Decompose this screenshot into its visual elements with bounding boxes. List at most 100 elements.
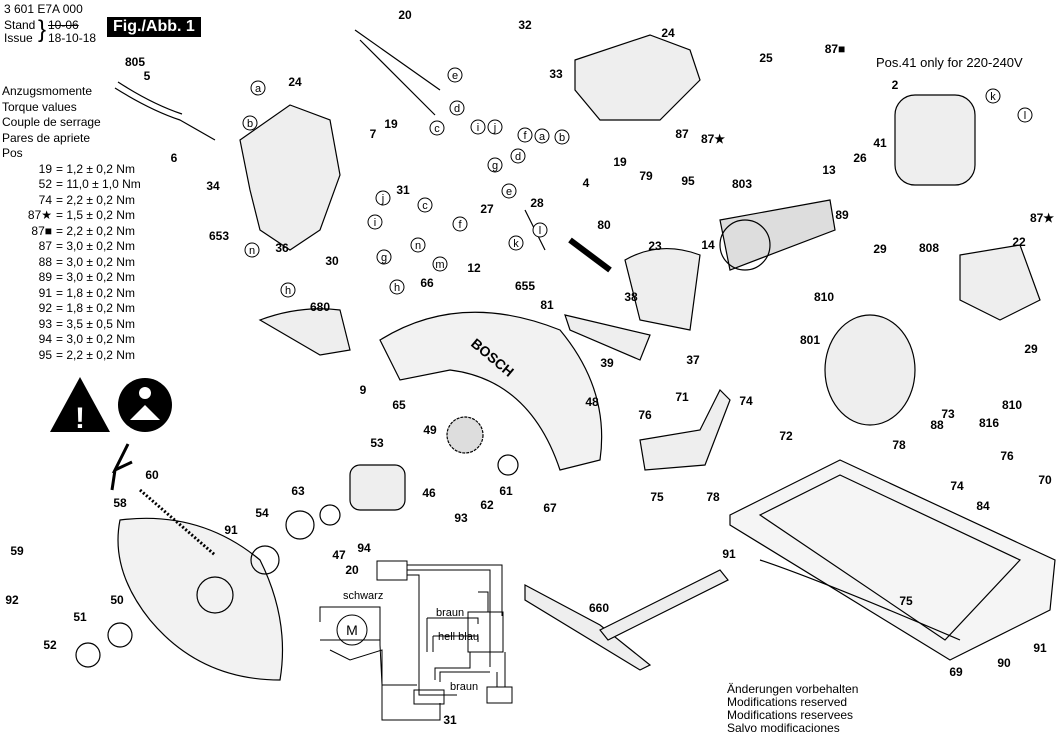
part-label: 50 — [110, 593, 124, 607]
part-label: 61 — [499, 484, 513, 498]
part-label: 74 — [739, 394, 753, 408]
torque-row: 91= 1,8 ± 0,2 Nm — [2, 286, 141, 302]
washer — [250, 545, 280, 575]
part-label: 88 — [930, 418, 944, 432]
part-label: 12 — [467, 261, 481, 275]
torque-row: 87★= 1,5 ± 0,2 Nm — [2, 208, 141, 224]
lower-blade-guard — [117, 517, 284, 681]
part-label: d — [454, 103, 460, 115]
part-label: 805 — [125, 55, 145, 69]
warning-triangle-icon: ! — [50, 377, 110, 435]
parallel-guide — [524, 584, 652, 671]
part-label: 801 — [800, 333, 820, 347]
connector-marker-circle — [517, 127, 533, 143]
voltage-note: Pos.41 only for 220-240V — [876, 55, 1023, 70]
upper-blade-guard — [379, 311, 603, 471]
part-label: 9 — [360, 383, 367, 397]
torque-pos: 52 — [38, 177, 52, 191]
wire-label-braun-2: braun — [450, 681, 478, 693]
part-label: 89 — [835, 208, 849, 222]
part-label: 6 — [171, 151, 178, 165]
handle-housing — [239, 104, 341, 251]
part-label: 72 — [779, 429, 793, 443]
part-label: 59 — [10, 544, 24, 558]
torque-heading: Pos — [2, 146, 23, 160]
part-label: 66 — [420, 276, 434, 290]
power-cable — [114, 87, 216, 141]
part-label: a — [255, 83, 262, 95]
armature — [719, 199, 836, 271]
part-label: 63 — [291, 484, 305, 498]
part-label: 53 — [370, 436, 384, 450]
clamping-flange — [75, 642, 101, 668]
part-label: 19 — [384, 117, 398, 131]
part-label: 91 — [1033, 641, 1047, 655]
motor-symbol — [336, 614, 368, 646]
brace: } — [38, 16, 47, 43]
modifications-line: Änderungen vorbehalten — [727, 682, 859, 696]
figure-label: Fig./Abb. 1 — [107, 17, 201, 37]
part-label: 20 — [398, 8, 412, 22]
issue-date: 18-10-18 — [48, 31, 97, 45]
part-label: j — [381, 193, 384, 205]
part-label: 25 — [759, 51, 773, 65]
connector-marker-circle — [487, 119, 503, 135]
torque-row: 52= 11,0 ± 1,0 Nm — [2, 177, 141, 193]
part-label: g — [381, 252, 387, 264]
connector-marker-circle — [376, 249, 392, 265]
part-label: c — [434, 123, 440, 135]
connector-marker-circle — [452, 216, 468, 232]
part-label: 38 — [624, 290, 638, 304]
part-label: 32 — [518, 18, 532, 32]
part-label: l — [1024, 110, 1026, 122]
connector-marker-circle — [389, 279, 405, 295]
part-label: 803 — [732, 177, 752, 191]
torque-value: = 2,2 ± 0,2 Nm — [56, 347, 135, 362]
part-label: h — [394, 282, 400, 294]
part-label: 69 — [949, 665, 963, 679]
torque-table: Anzugsmomente Torque values Couple de se… — [2, 84, 141, 363]
flange — [107, 622, 133, 648]
part-label: 7 — [370, 127, 377, 141]
connector-marker-circle — [410, 237, 426, 253]
part-label: 655 — [515, 279, 535, 293]
part-label: j — [493, 122, 496, 134]
chip-ejector — [258, 308, 351, 356]
part-label: 653 — [209, 229, 229, 243]
part-label: l — [539, 225, 541, 237]
document-number: 3 601 E7A 000 — [4, 2, 83, 16]
connector-marker-circle — [280, 282, 296, 298]
part-label: i — [374, 217, 376, 229]
part-label: k — [990, 91, 996, 103]
end-housing — [959, 244, 1041, 321]
connector-marker-circle — [432, 256, 448, 272]
bracket — [564, 314, 651, 361]
direction-arrow-icon — [110, 443, 133, 491]
wire-label-schwarz: schwarz — [343, 590, 383, 602]
torque-pos: 93 — [38, 316, 52, 331]
part-label: 41 — [873, 136, 887, 150]
part-label: 87 — [675, 127, 689, 141]
guide-scale — [599, 569, 729, 641]
read-manual-icon — [118, 378, 172, 432]
part-label: 5 — [144, 69, 151, 83]
part-label: 29 — [873, 242, 887, 256]
part-drawings — [75, 29, 1056, 681]
part-label: 79 — [639, 169, 653, 183]
torque-value: = 3,0 ± 0,2 Nm — [56, 270, 135, 284]
part-label: 23 — [648, 239, 662, 253]
part-label: 62 — [480, 498, 494, 512]
part-label: 49 — [423, 423, 437, 437]
connector-marker-circle — [244, 242, 260, 258]
part-label: e — [452, 70, 458, 82]
torque-row: 94= 3,0 ± 0,2 Nm — [2, 332, 141, 348]
torque-value: = 1,5 ± 0,2 Nm — [56, 208, 135, 222]
part-label: 81 — [540, 298, 554, 312]
torque-pos: 89 — [38, 270, 52, 284]
torque-heading: Anzugsmomente — [2, 84, 93, 98]
part-label: 810 — [1002, 398, 1022, 412]
part-label: 39 — [600, 356, 614, 370]
torque-pos: 87■ — [31, 223, 52, 238]
part-label: f — [523, 130, 527, 142]
